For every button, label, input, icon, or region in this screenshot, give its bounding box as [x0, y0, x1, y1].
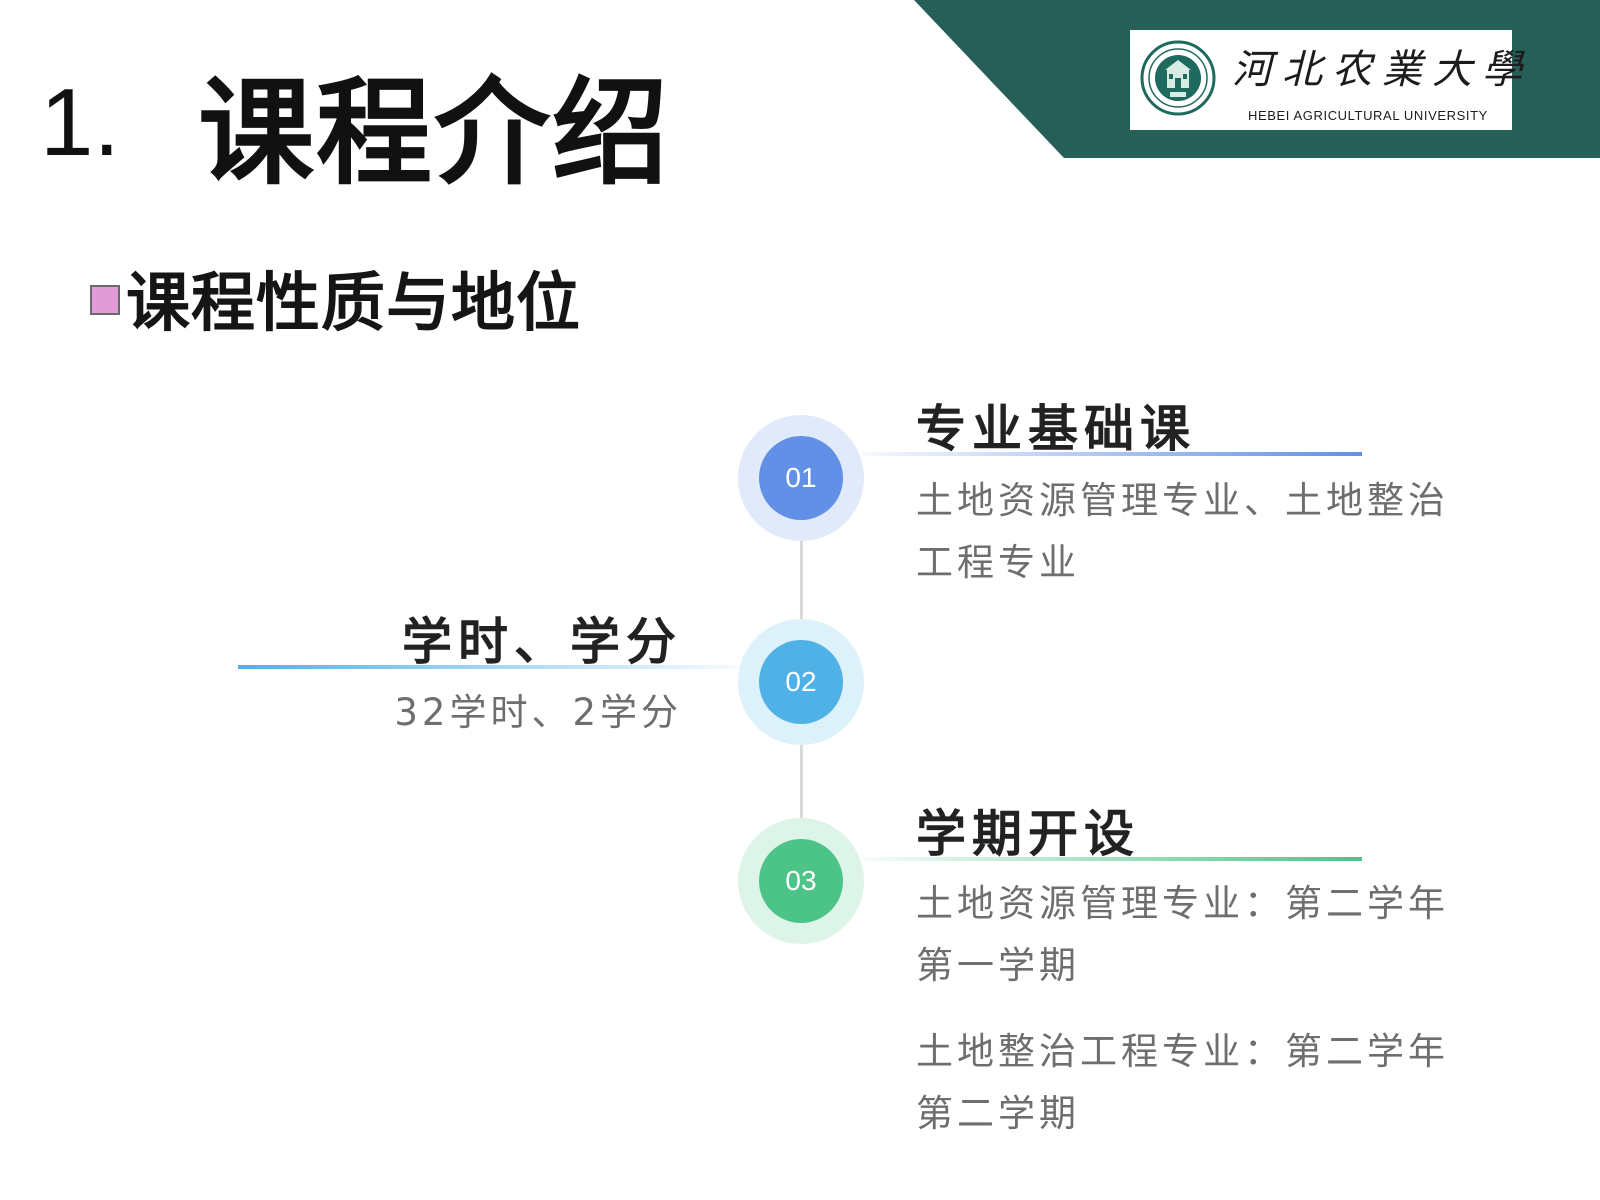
page-title-text: 课程介绍	[198, 66, 671, 201]
timeline-connector	[800, 535, 803, 621]
section-title-text: 课程性质与地位	[126, 267, 581, 341]
body-line: 工程专业	[916, 541, 1080, 584]
timeline-body: 土地资源管理专业、土地整治 工程专业	[916, 470, 1449, 594]
node-number: 02	[759, 640, 843, 724]
node-number: 03	[759, 839, 843, 923]
body-line: 第一学期	[916, 944, 1080, 987]
body-line: 土地资源管理专业、土地整治	[916, 479, 1449, 522]
node-number: 01	[759, 436, 843, 520]
timeline-node-01: 01	[738, 415, 864, 541]
page-title-number: 1.	[40, 69, 121, 176]
timeline-heading: 学期开设	[916, 805, 1140, 863]
heading-underline	[238, 665, 740, 669]
university-name-english: HEBEI AGRICULTURAL UNIVERSITY	[1248, 108, 1488, 123]
university-logo: 河北农業大學 HEBEI AGRICULTURAL UNIVERSITY	[1130, 30, 1532, 130]
timeline-body: 32学时、2学分	[394, 682, 682, 744]
body-line: 土地整治工程专业：第二学年	[916, 1030, 1449, 1073]
university-name-calligraphy: 河北农業大學	[1232, 47, 1532, 93]
body-line: 第二学期	[916, 1092, 1080, 1135]
heading-underline	[862, 452, 1362, 456]
university-seal-icon	[1140, 40, 1216, 116]
square-bullet-icon	[90, 285, 120, 315]
timeline-heading: 专业基础课	[916, 400, 1196, 458]
page-title: 1. 课程介绍	[40, 58, 670, 201]
timeline-body: 土地资源管理专业：第二学年 第一学期 土地整治工程专业：第二学年 第二学期	[916, 873, 1449, 1145]
body-line: 土地资源管理专业：第二学年	[916, 882, 1449, 925]
timeline-node-02: 02	[738, 619, 864, 745]
body-line: 32学时、2学分	[394, 691, 682, 734]
timeline-node-03: 03	[738, 818, 864, 944]
timeline-heading: 学时、学分	[402, 613, 682, 671]
timeline-connector	[800, 738, 803, 824]
section-title: 课程性质与地位	[90, 258, 581, 341]
heading-underline	[862, 857, 1362, 861]
